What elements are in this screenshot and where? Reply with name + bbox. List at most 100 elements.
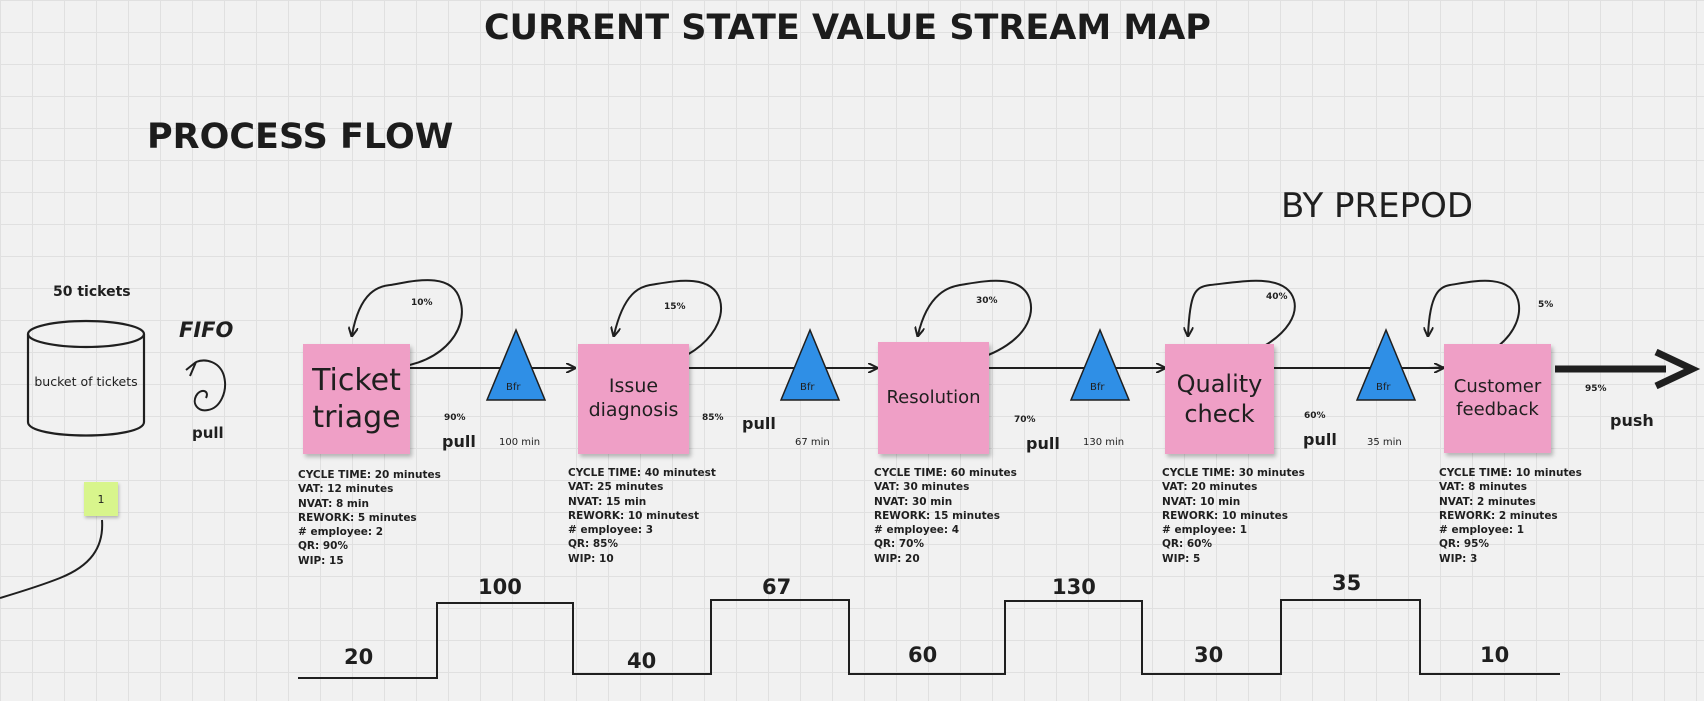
pull-label-1: pull: [442, 432, 476, 451]
buffer-3: [1069, 328, 1131, 401]
bucket-label: bucket of tickets: [34, 374, 138, 389]
rework-loop-2: [614, 279, 723, 369]
out-pct-4: 60%: [1304, 411, 1326, 421]
metrics-customer-feedback: CYCLE TIME: 10 minutes VAT: 8 minutes NV…: [1439, 466, 1582, 566]
buffer-time-2: 67 min: [795, 437, 830, 448]
metric-line: QR: 95%: [1439, 538, 1489, 551]
timeline-process-time-1: 20: [344, 645, 374, 669]
buffer-1: [485, 328, 547, 401]
timeline-wait-time-4: 35: [1332, 571, 1362, 595]
process-name: Issue diagnosis: [588, 375, 679, 421]
metric-line: NVAT: 30 min: [874, 495, 953, 508]
source-pull-label: pull: [192, 424, 224, 442]
metric-line: REWORK: 2 minutes: [1439, 509, 1558, 522]
metrics-ticket-triage: CYCLE TIME: 20 minutes VAT: 12 minutes N…: [298, 468, 441, 568]
metric-line: CYCLE TIME: 30 minutes: [1162, 467, 1305, 479]
metric-line: NVAT: 15 min: [568, 495, 647, 508]
buffer-label-2: Bfr: [800, 382, 815, 393]
metric-line: CYCLE TIME: 20 minutes: [298, 469, 441, 481]
metric-line: VAT: 8 minutes: [1439, 481, 1528, 494]
note-connector: [0, 519, 104, 599]
process-name: Customer feedback: [1453, 376, 1542, 420]
metric-line: REWORK: 10 minutest: [568, 509, 700, 522]
timeline-wait-time-1: 100: [478, 575, 522, 599]
timeline-process-time-3: 60: [908, 643, 938, 667]
metrics-resolution: CYCLE TIME: 60 minutes VAT: 30 minutes N…: [874, 466, 1017, 566]
process-name: Resolution: [886, 386, 981, 408]
metric-line: CYCLE TIME: 40 minutest: [568, 467, 716, 479]
rework-pct-2: 15%: [664, 302, 686, 312]
metric-line: # employee: 1: [1439, 524, 1525, 537]
buffer-time-1: 100 min: [499, 437, 541, 448]
fifo-label: FIFO: [179, 318, 234, 342]
metric-line: VAT: 25 minutes: [568, 481, 664, 494]
metrics-quality-check: CYCLE TIME: 30 minutes VAT: 20 minutes N…: [1162, 466, 1305, 566]
buffer-time-4: 35 min: [1367, 437, 1402, 448]
metric-line: VAT: 30 minutes: [874, 481, 970, 494]
metric-line: # employee: 2: [298, 526, 384, 539]
process-customer-feedback[interactable]: Customer feedback: [1444, 344, 1551, 453]
buffer-label-1: Bfr: [506, 382, 521, 393]
note-sticky[interactable]: 1: [84, 482, 118, 516]
metric-line: CYCLE TIME: 10 minutes: [1439, 467, 1582, 479]
metric-line: VAT: 12 minutes: [298, 483, 394, 496]
rework-pct-1: 10%: [411, 298, 433, 308]
metric-line: VAT: 20 minutes: [1162, 481, 1258, 494]
metric-line: REWORK: 10 minutes: [1162, 509, 1288, 522]
timeline-line: [298, 599, 1560, 679]
metric-line: # employee: 1: [1162, 524, 1248, 537]
metric-line: # employee: 4: [874, 524, 960, 537]
bucket-icon: [26, 319, 146, 437]
metrics-issue-diagnosis: CYCLE TIME: 40 minutest VAT: 25 minutes …: [568, 466, 716, 566]
metric-line: QR: 60%: [1162, 538, 1212, 551]
metric-line: REWORK: 15 minutes: [874, 509, 1000, 522]
rework-pct-3: 30%: [976, 296, 998, 306]
page-title: CURRENT STATE VALUE STREAM MAP: [484, 8, 1211, 48]
buffer-time-3: 130 min: [1083, 437, 1125, 448]
timeline-wait-time-3: 130: [1052, 575, 1096, 599]
buffer-label-4: Bfr: [1376, 382, 1391, 393]
pull-label-3: pull: [1026, 434, 1060, 453]
metric-line: WIP: 15: [298, 554, 344, 567]
timeline-process-time-2: 40: [627, 649, 657, 673]
metric-line: REWORK: 5 minutes: [298, 511, 417, 524]
metric-line: WIP: 10: [568, 552, 614, 565]
ticket-count-label: 50 tickets: [53, 284, 131, 300]
push-arrow-head: [1654, 348, 1701, 390]
metric-line: QR: 70%: [874, 538, 924, 551]
out-pct-1: 90%: [444, 413, 466, 423]
metric-line: NVAT: 10 min: [1162, 495, 1241, 508]
metric-line: QR: 90%: [298, 540, 348, 553]
note-label: 1: [97, 492, 105, 506]
process-resolution[interactable]: Resolution: [878, 342, 989, 454]
metric-line: CYCLE TIME: 60 minutes: [874, 467, 1017, 479]
metric-line: NVAT: 8 min: [298, 497, 369, 510]
metric-line: WIP: 5: [1162, 552, 1201, 565]
pull-label-2: pull: [742, 414, 776, 433]
process-ticket-triage[interactable]: Ticket triage: [303, 344, 410, 454]
rework-pct-5: 5%: [1538, 300, 1554, 310]
metric-line: QR: 85%: [568, 538, 618, 551]
metric-line: WIP: 3: [1439, 552, 1478, 565]
pull-label-4: pull: [1303, 430, 1337, 449]
rework-pct-4: 40%: [1266, 292, 1288, 302]
buffer-4: [1355, 328, 1417, 401]
metric-line: # employee: 3: [568, 524, 654, 537]
process-name: Quality check: [1176, 370, 1263, 428]
timeline-process-time-5: 10: [1480, 643, 1510, 667]
rework-loop-3: [909, 279, 1033, 369]
process-quality-check[interactable]: Quality check: [1165, 344, 1274, 454]
out-pct-2: 85%: [702, 413, 724, 423]
timeline-wait-time-2: 67: [762, 575, 792, 599]
push-label: push: [1610, 411, 1654, 430]
author-label: BY PREPOD: [1281, 186, 1474, 226]
buffer-2: [779, 328, 841, 401]
pull-circle-icon: [185, 359, 226, 412]
process-issue-diagnosis[interactable]: Issue diagnosis: [578, 344, 689, 454]
section-title: PROCESS FLOW: [147, 117, 454, 157]
process-name: Ticket triage: [312, 362, 401, 436]
rework-loop-1: [352, 279, 463, 370]
metric-line: NVAT: 2 minutes: [1439, 495, 1536, 508]
metric-line: WIP: 20: [874, 552, 920, 565]
timeline-process-time-4: 30: [1194, 643, 1224, 667]
